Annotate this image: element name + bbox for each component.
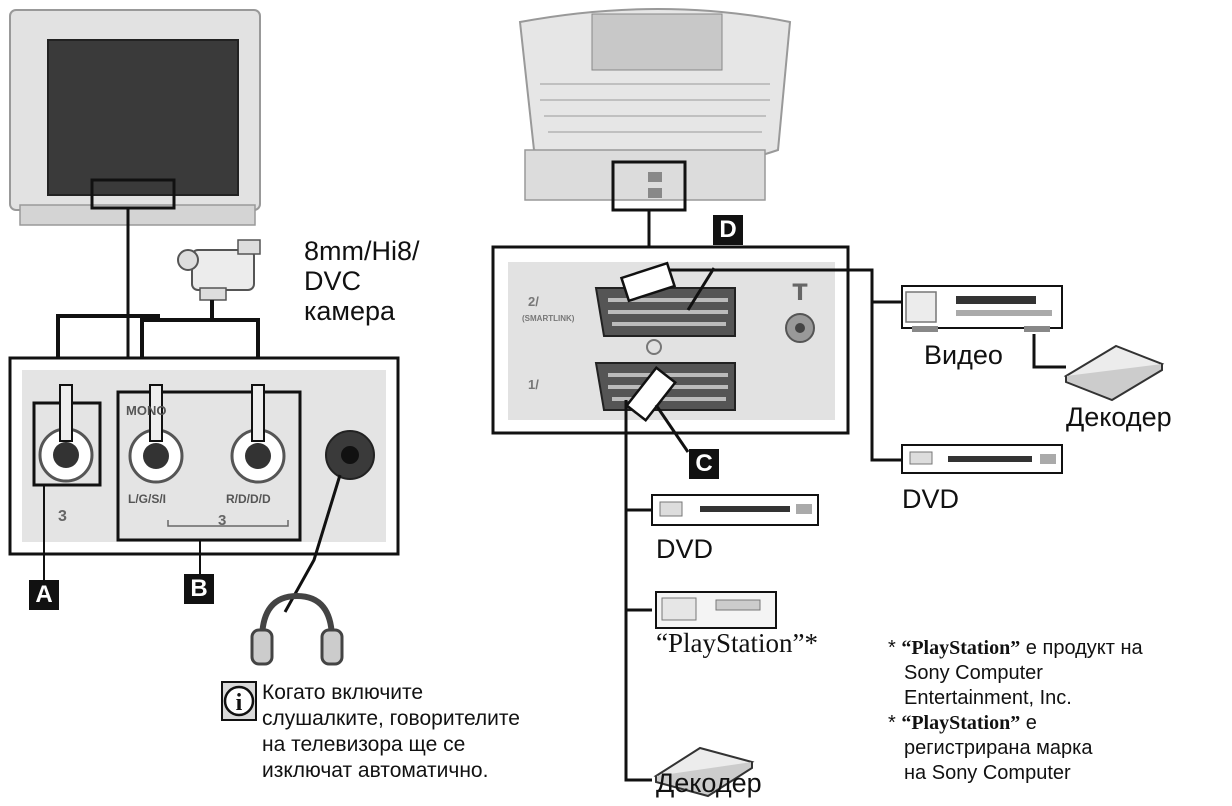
dvd-right-label: DVD (902, 484, 960, 514)
input-3-label: 3 (58, 508, 67, 525)
footnote-line-2-text: Sony Computer (904, 662, 1043, 684)
vcr-device (901, 285, 1063, 332)
footnote-line-5-text: регистрирана марка (904, 737, 1093, 759)
decoder-device-bottom (653, 746, 755, 798)
footnote-line-6-text: на Sony Computer (904, 762, 1071, 784)
rear-cables (624, 267, 1066, 782)
footnote-line-3: Entertainment, Inc. (888, 686, 1143, 711)
camera-label-line-3: камера (304, 296, 396, 326)
connector-c-badge: C (689, 449, 719, 479)
camera-label: 8mm/Hi8/ DVC камера (304, 236, 420, 326)
r-d-d-d-label: R/D/D/D (226, 492, 271, 506)
note-line-2: слушалките, говорителите (262, 707, 520, 730)
footnote-brand-2: “PlayStation” (901, 712, 1021, 734)
scart-1-label: 1/ (528, 377, 539, 392)
connector-a-badge: A (29, 580, 59, 610)
note-line-4: изключат автоматично. (262, 759, 489, 782)
rear-panel: T (491, 245, 850, 435)
dvd-bottom-label: DVD (656, 534, 714, 564)
camcorder-icon (177, 239, 261, 301)
footnote-line-4-rest: е (1020, 712, 1037, 734)
front-panel (8, 356, 400, 613)
headphones-note: Когато включите слушалките, говорителите… (262, 680, 520, 784)
scart-2-label: 2/ (528, 294, 539, 309)
video-label: Видео (924, 340, 1003, 370)
decoder-bottom-label: Декодер (656, 768, 762, 798)
connector-b-badge: B (184, 574, 214, 604)
footnote-line-3-text: Entertainment, Inc. (904, 687, 1072, 709)
footnote-line-1: * “PlayStation” е продукт на (888, 637, 1143, 659)
dvd-device-bottom (651, 494, 819, 526)
footnote: * “PlayStation” е продукт на Sony Comput… (888, 636, 1143, 786)
camera-label-line-2: DVC (304, 266, 362, 296)
svg-text:i: i (236, 690, 243, 716)
connector-d-badge: D (713, 215, 743, 245)
note-line-1: Когато включите (262, 681, 424, 704)
svg-text:T: T (792, 281, 807, 306)
tv-rear (518, 8, 792, 212)
l-g-s-i-label: L/G/S/I (128, 492, 167, 506)
playstation-device (655, 591, 777, 629)
footnote-line-5: регистрирана марка (888, 736, 1143, 761)
dvd-device-right (901, 444, 1063, 474)
decoder-device-right (1063, 344, 1165, 402)
footnote-line-1-rest: е продукт на (1020, 637, 1143, 659)
footnote-brand-1: “PlayStation” (901, 637, 1021, 659)
tv-front (9, 9, 261, 226)
info-icon: i (221, 681, 257, 721)
mono-label: MONO (126, 403, 167, 418)
input-3-sub-label: 3 (218, 512, 227, 529)
footnote-line-2: Sony Computer (888, 661, 1143, 686)
footnote-line-6: на Sony Computer (888, 761, 1143, 786)
smartlink-label: (SMARTLINK) (522, 314, 575, 323)
headphones-icon (250, 592, 344, 666)
footnote-line-4: * “PlayStation” е (888, 712, 1037, 734)
camera-label-line-1: 8mm/Hi8/ (304, 236, 420, 266)
playstation-label: “PlayStation”* (656, 628, 818, 658)
decoder-right-label: Декодер (1066, 402, 1172, 432)
note-line-3: на телевизора ще се (262, 733, 466, 756)
